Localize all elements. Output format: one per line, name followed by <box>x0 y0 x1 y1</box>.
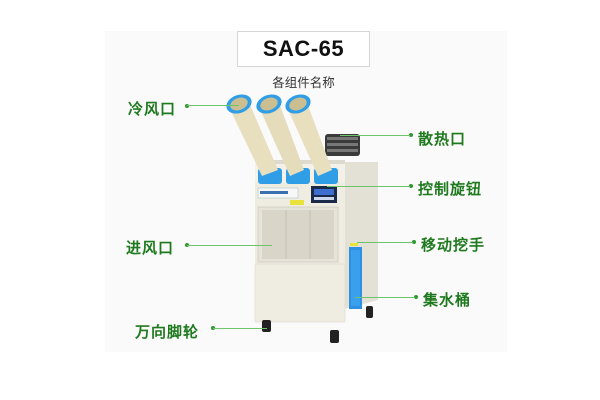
leader-dot <box>412 240 416 244</box>
diagram-subtitle: 各组件名称 <box>272 75 335 90</box>
label-air-inlet: 进风口 <box>126 239 175 257</box>
label-cold-air-outlet: 冷风口 <box>128 100 177 118</box>
water-tank <box>349 247 362 309</box>
label-control-knob: 控制旋钮 <box>418 180 483 198</box>
control-panel <box>311 186 337 203</box>
leader-dot <box>409 133 413 137</box>
air-inlet-grille <box>257 206 339 263</box>
leader-line-air-inlet <box>187 245 272 246</box>
heat-vent-housing <box>325 134 360 156</box>
leader-line-caster-wheel <box>213 328 267 329</box>
label-carry-handle: 移动挖手 <box>421 236 486 254</box>
leader-line-control-knob <box>327 186 410 187</box>
label-caster-wheel: 万向脚轮 <box>135 323 200 341</box>
leader-line-heat-vent <box>340 135 410 136</box>
label-water-tank: 集水桶 <box>423 291 472 309</box>
model-title-box: SAC-65 <box>237 31 370 67</box>
cold-air-ducts <box>226 94 332 176</box>
leader-line-water-tank <box>355 297 415 298</box>
leader-line-cold-air-outlet <box>187 105 239 106</box>
leader-line-carry-handle <box>357 242 413 243</box>
model-title: SAC-65 <box>262 36 345 61</box>
leader-dot <box>409 184 413 188</box>
leader-dot <box>185 104 189 108</box>
leader-dot <box>414 295 418 299</box>
label-heat-vent: 散热口 <box>418 130 467 148</box>
caster-wheels <box>262 306 373 343</box>
